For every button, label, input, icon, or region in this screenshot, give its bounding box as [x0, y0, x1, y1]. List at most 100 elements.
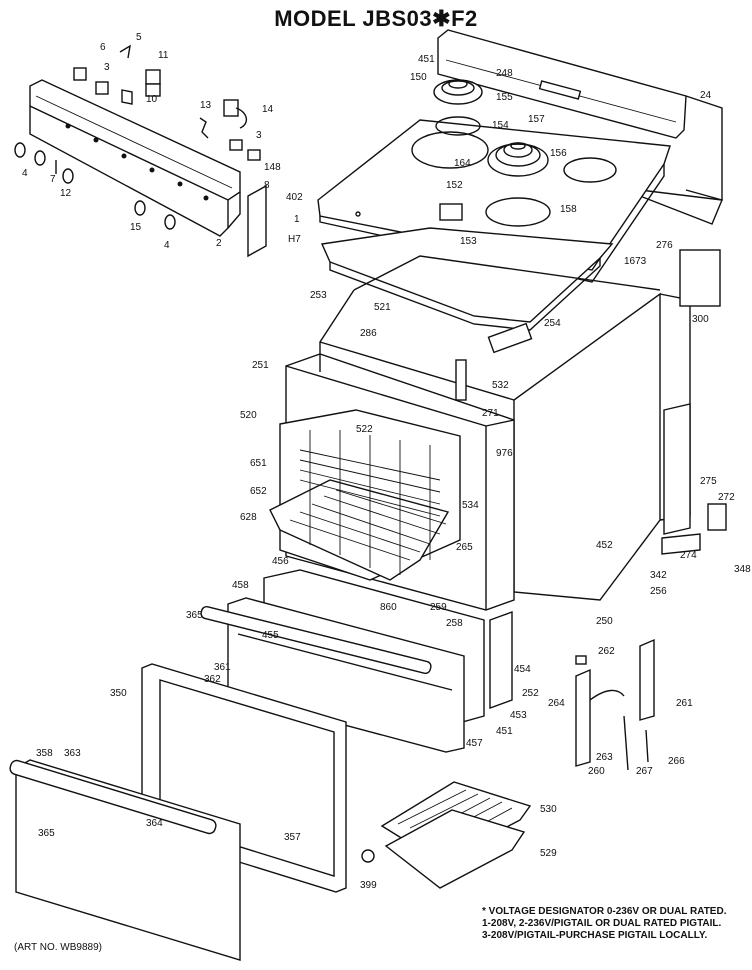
part-label: 522: [356, 424, 373, 435]
part-label: 3: [104, 62, 110, 73]
part-label: 251: [252, 360, 269, 371]
part-label: 254: [544, 318, 561, 329]
part-label: 156: [550, 148, 567, 159]
part-label: 286: [360, 328, 377, 339]
part-label: 2: [216, 238, 222, 249]
part-label: 455: [262, 630, 279, 641]
part-label: 1: [294, 214, 300, 225]
part-label: 4: [22, 168, 28, 179]
control-knobs: [14, 142, 176, 230]
part-label: 651: [250, 458, 267, 469]
part-label: 652: [250, 486, 267, 497]
part-label: 529: [540, 848, 557, 859]
part-label: H7: [288, 234, 301, 245]
part-label: 364: [146, 818, 163, 829]
broiler-pan: [380, 781, 532, 889]
part-label: 530: [540, 804, 557, 815]
part-label: 365: [38, 828, 55, 839]
part-number-labels: 5 6 11 3 10 13 14 3 148 8 402 1 H7 4 7 1…: [22, 32, 751, 891]
part-label: 8: [264, 180, 270, 191]
part-label: 155: [496, 92, 513, 103]
part-label: 457: [466, 738, 483, 749]
voltage-footnote: * VOLTAGE DESIGNATOR 0-236V OR DUAL RATE…: [482, 906, 750, 942]
part-label: 261: [676, 698, 693, 709]
part-label: 248: [496, 68, 513, 79]
bracket: [247, 184, 267, 258]
part-label: 5: [136, 32, 142, 43]
part-label: 263: [596, 752, 613, 763]
part-label: 262: [598, 646, 615, 657]
part-label: 272: [718, 492, 735, 503]
side-panels: [661, 249, 727, 555]
part-label: 256: [650, 586, 667, 597]
part-label: 266: [668, 756, 685, 767]
part-label: 350: [110, 688, 127, 699]
part-label: 860: [380, 602, 397, 613]
footnote-line: 3-208V/PIGTAIL-PURCHASE PIGTAIL LOCALLY.: [482, 930, 708, 941]
part-label: 1673: [624, 256, 647, 267]
part-label: 452: [596, 540, 613, 551]
part-label: 300: [692, 314, 709, 325]
part-label: 260: [588, 766, 605, 777]
control-panel: [29, 79, 241, 237]
part-label: 534: [462, 500, 479, 511]
part-label: 3: [256, 130, 262, 141]
part-label: 10: [146, 94, 158, 105]
part-label: 358: [36, 748, 53, 759]
oven-door-outer: [9, 759, 241, 961]
part-label: 362: [204, 674, 221, 685]
control-switches: [73, 44, 261, 161]
part-label: 13: [200, 100, 212, 111]
part-label: 252: [522, 688, 539, 699]
part-label: 276: [656, 240, 673, 251]
part-label: 357: [284, 832, 301, 843]
part-label: 14: [262, 104, 274, 115]
part-label: 363: [64, 748, 81, 759]
part-label: 158: [560, 204, 577, 215]
part-label: 458: [232, 580, 249, 591]
part-label: 4: [164, 240, 170, 251]
backsplash: [437, 29, 724, 225]
part-label: 148: [264, 162, 281, 173]
surface-units: [433, 79, 551, 227]
part-label: 402: [286, 192, 303, 203]
footnote-line: * VOLTAGE DESIGNATOR 0-236V OR DUAL RATE…: [482, 906, 727, 917]
part-label: 154: [492, 120, 509, 131]
part-label: 157: [528, 114, 545, 125]
part-label: 342: [650, 570, 667, 581]
part-label: 521: [374, 302, 391, 313]
part-label: 976: [496, 448, 513, 459]
oven-racks: [269, 409, 461, 581]
part-label: 348: [734, 564, 751, 575]
part-label: 532: [492, 380, 509, 391]
part-label: 11: [158, 50, 169, 61]
part-label: 454: [514, 664, 531, 675]
part-label: 253: [310, 290, 327, 301]
part-label: 451: [418, 54, 435, 65]
part-label: 361: [214, 662, 231, 673]
part-label: 152: [446, 180, 463, 191]
door-hinges: [575, 638, 655, 771]
part-label: 451: [496, 726, 513, 737]
footnote-line: 1-208V, 2-236V/PIGTAIL OR DUAL RATED PIG…: [482, 918, 722, 929]
part-label: 628: [240, 512, 257, 523]
part-label: 7: [50, 174, 56, 185]
part-label: 150: [410, 72, 427, 83]
foot: [361, 849, 375, 863]
part-label: 520: [240, 410, 257, 421]
part-label: 274: [680, 550, 697, 561]
part-label: 399: [360, 880, 377, 891]
drip-tray: [320, 227, 614, 323]
part-label: 365: [186, 610, 203, 621]
part-label: 250: [596, 616, 613, 627]
model-title: MODEL JBS03✱F2: [274, 6, 478, 31]
part-label: 453: [510, 710, 527, 721]
part-label: 15: [130, 222, 142, 233]
part-label: 164: [454, 158, 471, 169]
oven-door-inner: [200, 569, 513, 753]
part-label: 456: [272, 556, 289, 567]
part-label: 264: [548, 698, 565, 709]
part-label: 6: [100, 42, 106, 53]
part-label: 275: [700, 476, 717, 487]
